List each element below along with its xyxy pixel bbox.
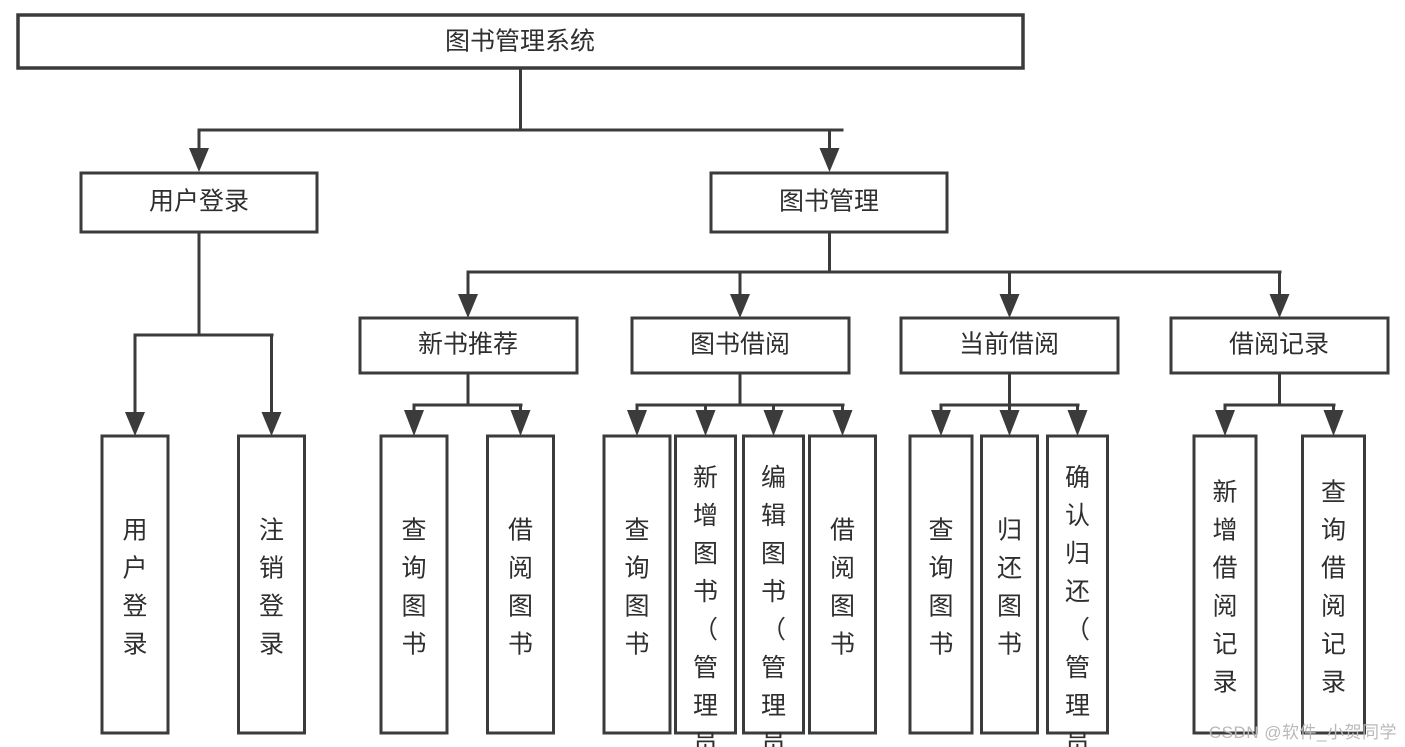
leaf-user-login-label: 用户登录 [122,516,147,658]
arrowhead-leaf-edit-book [763,410,784,436]
node-leaf-query-record[interactable]: 查询借阅记录 [1301,434,1366,735]
node-leaf-borrow-book-1[interactable]: 借阅图书 [486,434,555,735]
leaf-query-book-3-label: 查询图书 [928,516,953,658]
leaf-borrow-book-2-label: 借阅图书 [830,516,855,658]
connector-layer [125,66,1344,436]
leaf-query-book-1-box[interactable] [379,434,449,735]
leaf-logout-label: 注销登录 [259,516,284,658]
book-borrow-box[interactable] [630,316,851,375]
node-borrow-record[interactable]: 借阅记录 [1169,316,1390,375]
leaf-query-record-box[interactable] [1301,434,1366,735]
node-leaf-borrow-book-2[interactable]: 借阅图书 [808,434,877,735]
leaf-add-book-box[interactable] [674,434,737,735]
leaf-add-record-label: 新增借阅记录 [1212,478,1237,696]
current-borrow-box[interactable] [899,316,1120,375]
leaf-confirm-return-label: 确认归还（管理员） [1065,464,1090,747]
node-leaf-add-book[interactable]: 新增图书（管理员） [674,434,737,747]
book-manage-label: 图书管理 [779,188,879,216]
book-borrow-label: 图书借阅 [690,331,790,359]
user-login-box[interactable] [79,171,319,234]
leaf-borrow-book-1-label: 借阅图书 [508,516,533,658]
borrow-record-label: 借阅记录 [1229,331,1329,359]
node-leaf-query-book-3[interactable]: 查询图书 [908,434,974,735]
arrowhead-leaf-add-record [1215,410,1235,436]
arrowhead-leaf-query-record [1323,410,1344,436]
leaf-add-book-label: 新增图书（管理员） [693,464,718,747]
node-current-borrow[interactable]: 当前借阅 [899,316,1120,375]
node-leaf-logout[interactable]: 注销登录 [237,434,306,735]
arrowhead-book-borrow [730,294,750,318]
book-manage-box[interactable] [709,171,949,234]
node-leaf-user-login[interactable]: 用户登录 [100,434,170,735]
arrowhead-book-manage [819,148,840,172]
arrowhead-leaf-return-book [999,410,1020,436]
leaf-query-book-1-label: 查询图书 [401,516,426,658]
node-leaf-add-record[interactable]: 新增借阅记录 [1192,434,1258,735]
leaf-return-book-label: 归还图书 [997,516,1022,658]
leaf-add-record-box[interactable] [1192,434,1258,735]
node-leaf-confirm-return[interactable]: 确认归还（管理员） [1046,434,1109,747]
arrowhead-leaf-add-book [695,410,716,436]
arrowhead-current-borrow [999,294,1020,318]
arrowhead-leaf-query-book-2 [627,410,647,436]
current-borrow-label: 当前借阅 [959,331,1059,359]
arrowhead-leaf-user-login [125,412,145,436]
new-book-recommend-label: 新书推荐 [418,331,518,359]
root-box[interactable] [16,13,1025,70]
node-leaf-query-book-2[interactable]: 查询图书 [602,434,672,735]
arrowhead-leaf-confirm-return [1067,410,1088,436]
node-user-login[interactable]: 用户登录 [79,171,319,234]
node-new-book-recommend[interactable]: 新书推荐 [358,316,579,375]
leaf-layer: 用户登录 注销登录 查询图书 借阅图书 查询图书 新增图书（管理员） 编辑图书（管理员） 借阅… [100,434,1366,747]
user-login-label: 用户登录 [149,188,249,216]
node-leaf-return-book[interactable]: 归还图书 [980,434,1039,735]
leaf-query-book-3-box[interactable] [908,434,974,735]
arrowhead-borrow-record [1269,294,1290,318]
arrowhead-leaf-query-book-3 [931,410,951,436]
leaf-query-record-label: 查询借阅记录 [1321,478,1346,696]
new-book-recommend-box[interactable] [358,316,579,375]
root-label: 图书管理系统 [445,28,595,56]
leaf-edit-book-label: 编辑图书（管理员） [761,464,786,747]
leaf-query-book-2-box[interactable] [602,434,672,735]
leaf-edit-book-box[interactable] [742,434,805,735]
arrowhead-new-book-recommend [458,294,478,318]
node-root-system[interactable]: 图书管理系统 [16,13,1025,70]
leaf-confirm-return-box[interactable] [1046,434,1109,735]
arrowhead-leaf-borrow-book-1 [510,410,531,436]
leaf-query-book-2-label: 查询图书 [624,516,649,658]
borrow-record-box[interactable] [1169,316,1390,375]
arrowhead-leaf-logout [261,412,282,436]
node-book-manage[interactable]: 图书管理 [709,171,949,234]
leaf-return-book-box[interactable] [980,434,1039,735]
leaf-borrow-book-2-box[interactable] [808,434,877,735]
leaf-logout-box[interactable] [237,434,306,735]
node-book-borrow[interactable]: 图书借阅 [630,316,851,375]
arrowhead-user-login [189,148,209,172]
arrowhead-leaf-query-book-1 [404,410,424,436]
arrowhead-leaf-borrow-book-2 [832,410,853,436]
node-leaf-edit-book[interactable]: 编辑图书（管理员） [742,434,805,747]
leaf-user-login-box[interactable] [100,434,170,735]
node-leaf-query-book-1[interactable]: 查询图书 [379,434,449,735]
leaf-borrow-book-1-box[interactable] [486,434,555,735]
